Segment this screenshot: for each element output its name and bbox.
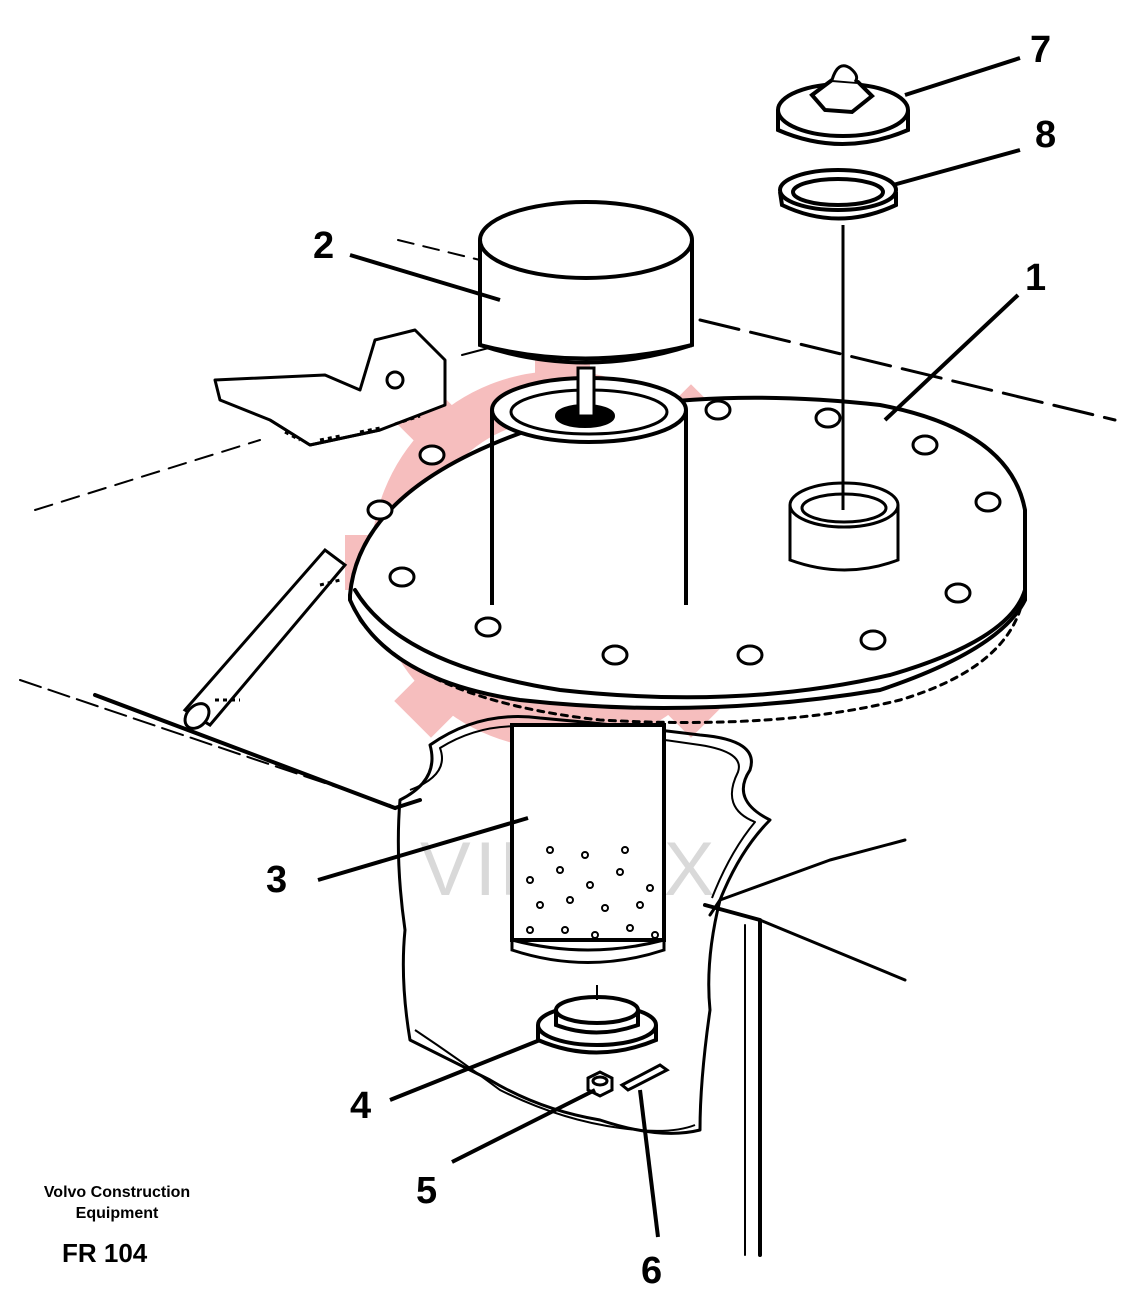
tank-body <box>19 239 1117 1257</box>
leader-lines <box>317 56 1021 1238</box>
callout-7: 7 <box>1030 29 1051 71</box>
callout-6: 6 <box>641 1250 662 1292</box>
manufacturer-line1: Volvo Construction <box>43 1184 191 1201</box>
callout-1: 1 <box>1025 257 1046 299</box>
filler-cap <box>776 64 910 146</box>
nut-and-pin <box>586 1063 670 1098</box>
callout-2: 2 <box>313 225 334 267</box>
figure-code: FR 104 <box>62 1238 148 1268</box>
callout-3: 3 <box>266 859 287 901</box>
filler-neck <box>788 481 900 572</box>
callout-5: 5 <box>416 1170 437 1212</box>
manufacturer-line2: Equipment <box>75 1205 159 1222</box>
callout-4: 4 <box>350 1085 371 1127</box>
manufacturer-credit: Volvo Construction Equipment <box>32 1182 202 1224</box>
gasket-ring <box>778 168 898 221</box>
bottom-cover <box>536 985 658 1055</box>
mounting-bracket <box>213 328 447 447</box>
filter-lid <box>478 200 694 418</box>
callout-8: 8 <box>1035 114 1056 156</box>
vent-pipe <box>182 547 348 730</box>
filter-element <box>510 723 666 964</box>
